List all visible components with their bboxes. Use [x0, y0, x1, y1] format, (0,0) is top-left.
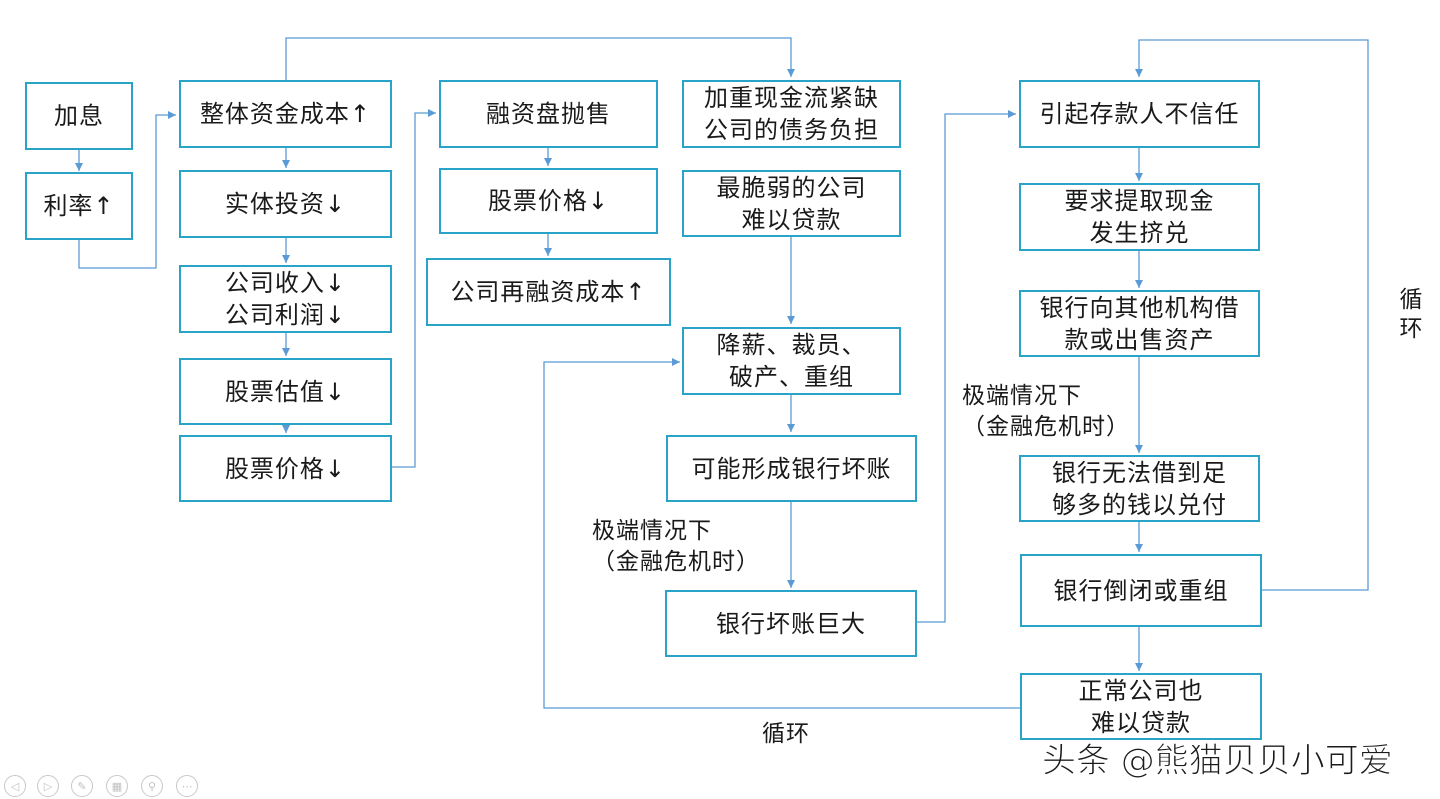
next-icon[interactable]: ▷ [37, 775, 59, 797]
more-icon[interactable]: ⋯ [176, 775, 198, 797]
pen-icon[interactable]: ✎ [71, 775, 93, 797]
prev-icon[interactable]: ◁ [4, 775, 26, 797]
box-text: 公司利润↓ [224, 301, 347, 329]
box-shouru-lirun: 公司收入↓ 公司利润↓ [179, 265, 392, 333]
box-text: 股票价格↓ [487, 187, 610, 215]
box-zhengti: 整体资金成本↑ [179, 80, 392, 148]
box-text: 股票估值↓ [224, 377, 347, 406]
box-huaizhang: 可能形成银行坏账 [666, 435, 917, 502]
box-text: 够多的钱以兑付 [1052, 490, 1227, 519]
box-text: 款或出售资产 [1064, 325, 1215, 354]
box-text: 破产、重组 [729, 363, 854, 391]
label-extreme-b2: （金融危机时） [962, 414, 1130, 440]
box-text: 引起存款人不信任 [1039, 100, 1240, 128]
label-extreme-a1: 极端情况下 [592, 518, 712, 544]
box-cuiruo: 最脆弱的公司 难以贷款 [682, 170, 901, 237]
box-text: 银行向其他机构借 [1039, 293, 1240, 322]
box-guzhi: 股票估值↓ [179, 358, 392, 425]
box-text: 融资盘抛售 [486, 100, 611, 128]
label-cycle-bottom: 循环 [762, 721, 810, 747]
box-daobi: 银行倒闭或重组 [1020, 554, 1262, 627]
box-gujia-2: 股票价格↓ [439, 168, 658, 234]
box-text: 实体投资↓ [224, 190, 347, 218]
box-jiangxin: 降薪、裁员、 破产、重组 [682, 327, 901, 395]
box-jiekuan: 银行向其他机构借 款或出售资产 [1019, 290, 1260, 357]
box-xinren: 引起存款人不信任 [1019, 80, 1260, 148]
box-gujia-1: 股票价格↓ [179, 435, 392, 502]
label-extreme-b1: 极端情况下 [962, 383, 1082, 409]
label-cycle-right: 循环 [1395, 287, 1421, 345]
box-text: 发生挤兑 [1089, 219, 1190, 247]
box-text: 降薪、裁员、 [716, 331, 867, 359]
box-text: 公司再融资成本↑ [450, 278, 647, 306]
box-text: 银行倒闭或重组 [1053, 576, 1229, 605]
box-text: 要求提取现金 [1064, 187, 1215, 215]
box-zairongzi: 公司再融资成本↑ [426, 258, 671, 326]
box-text: 利率↑ [43, 192, 115, 220]
slides-icon[interactable]: ▦ [106, 775, 128, 797]
box-huaizhang-big: 银行坏账巨大 [665, 590, 917, 657]
box-text: 公司收入↓ [224, 269, 347, 297]
box-jiazhong: 加重现金流紧缺 公司的债务负担 [682, 80, 901, 148]
box-text: 股票价格↓ [224, 454, 347, 483]
box-tiqu: 要求提取现金 发生挤兑 [1019, 183, 1260, 251]
box-jiaxi: 加息 [25, 82, 133, 150]
box-zhengchang: 正常公司也 难以贷款 [1020, 673, 1262, 740]
box-lilv: 利率↑ [25, 172, 133, 240]
box-text: 整体资金成本↑ [199, 100, 372, 128]
label-extreme-a2: （金融危机时） [592, 549, 760, 575]
box-text: 加重现金流紧缺 [704, 84, 879, 112]
box-text: 最脆弱的公司 [716, 173, 867, 202]
box-text: 难以贷款 [741, 205, 842, 234]
box-text: 银行坏账巨大 [716, 609, 866, 638]
watermark: 头条 @熊猫贝贝小可爱 [1042, 741, 1394, 782]
box-wufa: 银行无法借到足 够多的钱以兑付 [1019, 455, 1260, 522]
box-text: 银行无法借到足 [1052, 458, 1227, 487]
box-text: 公司的债务负担 [704, 116, 879, 144]
box-rongzi: 融资盘抛售 [439, 80, 658, 148]
zoom-icon[interactable]: ⚲ [141, 775, 163, 797]
box-text: 加息 [54, 102, 104, 130]
box-text: 正常公司也 [1078, 676, 1204, 705]
box-text: 可能形成银行坏账 [691, 454, 892, 483]
box-shiti: 实体投资↓ [179, 170, 392, 238]
box-text: 难以贷款 [1091, 708, 1191, 737]
